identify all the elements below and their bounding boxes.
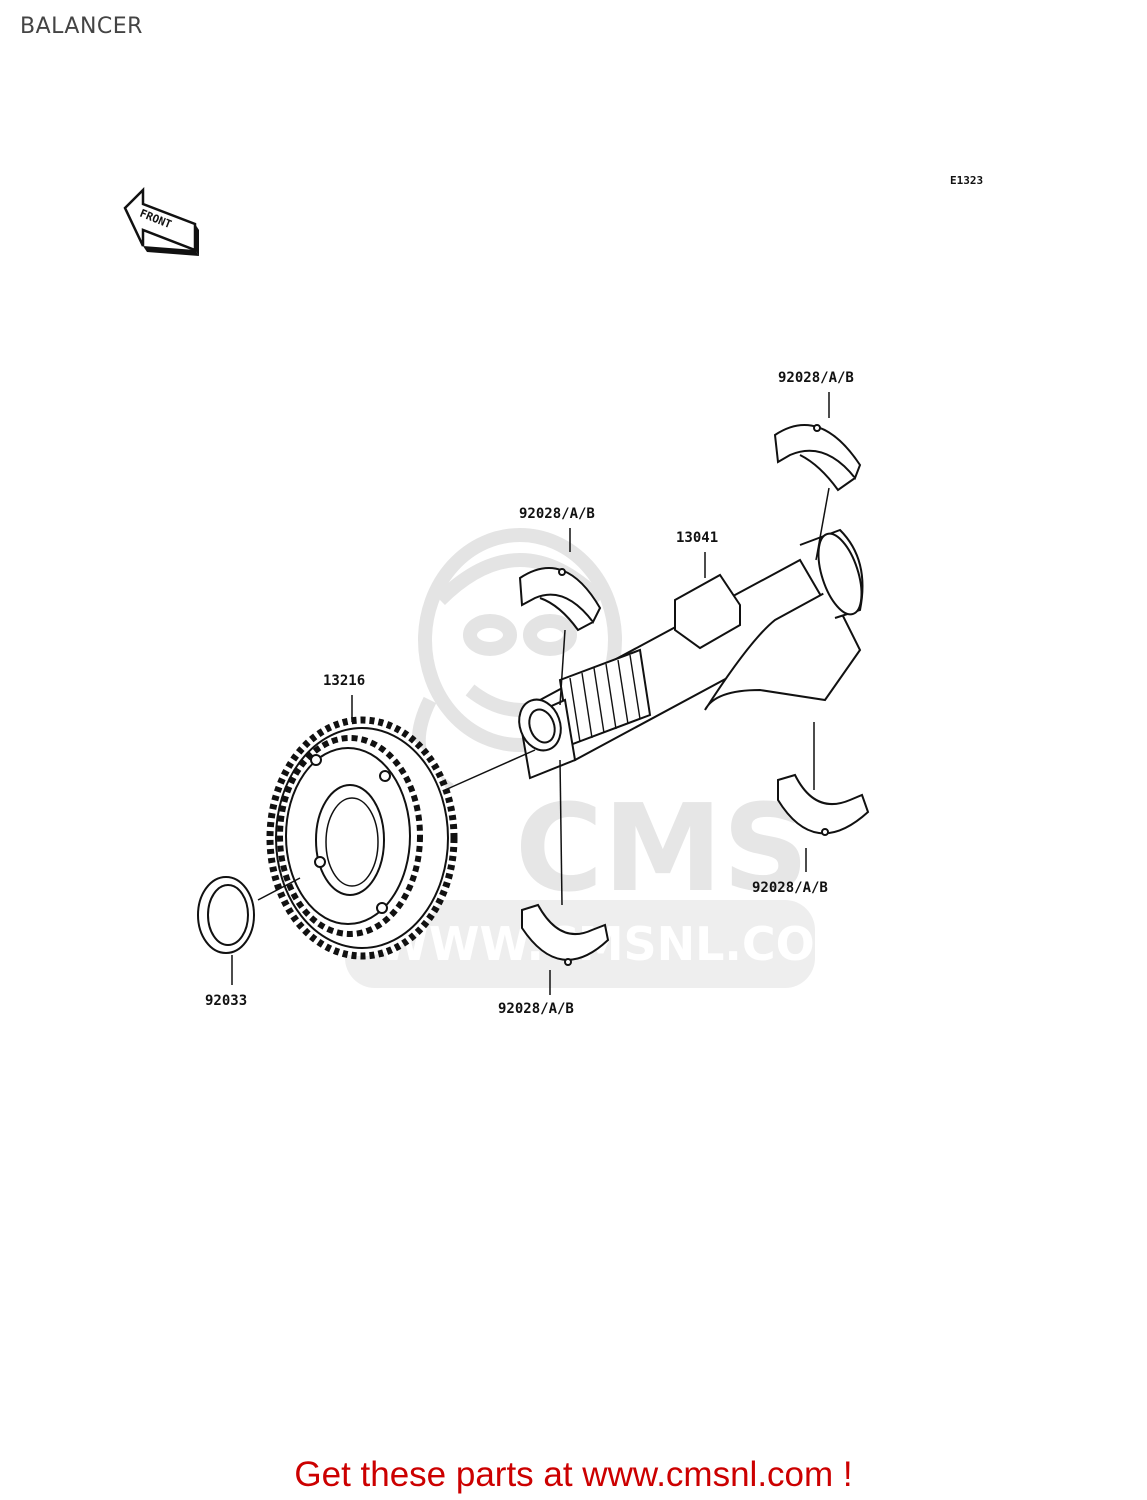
balancer-gear <box>266 716 458 960</box>
footer-promo-link[interactable]: Get these parts at www.cmsnl.com ! <box>294 1455 853 1494</box>
bearing-bottom-middle <box>521 903 610 966</box>
bearing-top-right <box>773 424 862 492</box>
callout-bearing-bottom-middle: 92028/A/B <box>498 1001 574 1017</box>
balancer-shaft <box>518 528 864 780</box>
callout-circlip: 92033 <box>205 993 247 1009</box>
figure-code: E1323 <box>950 174 983 187</box>
page-title: BALANCER <box>20 14 143 39</box>
callout-bearing-top-middle: 92028/A/B <box>519 506 595 522</box>
callout-bearing-bottom-right: 92028/A/B <box>752 880 828 896</box>
watermark-url-text: WWW.CMSNL.COM <box>378 917 861 971</box>
callout-bearing-top-right: 92028/A/B <box>778 370 854 386</box>
watermark-logo-text: CMS <box>515 780 809 919</box>
parts-diagram: CMS WWW.CMSNL.COM FRONT E1323 <box>123 174 983 1017</box>
circlip <box>196 876 255 954</box>
front-direction-icon: FRONT <box>123 186 199 256</box>
leader-lines <box>231 392 830 995</box>
bearing-bottom-right <box>777 773 870 836</box>
callout-balancer-gear: 13216 <box>323 673 365 689</box>
callout-balancer-shaft: 13041 <box>676 530 718 546</box>
bearing-top-middle <box>518 567 602 632</box>
